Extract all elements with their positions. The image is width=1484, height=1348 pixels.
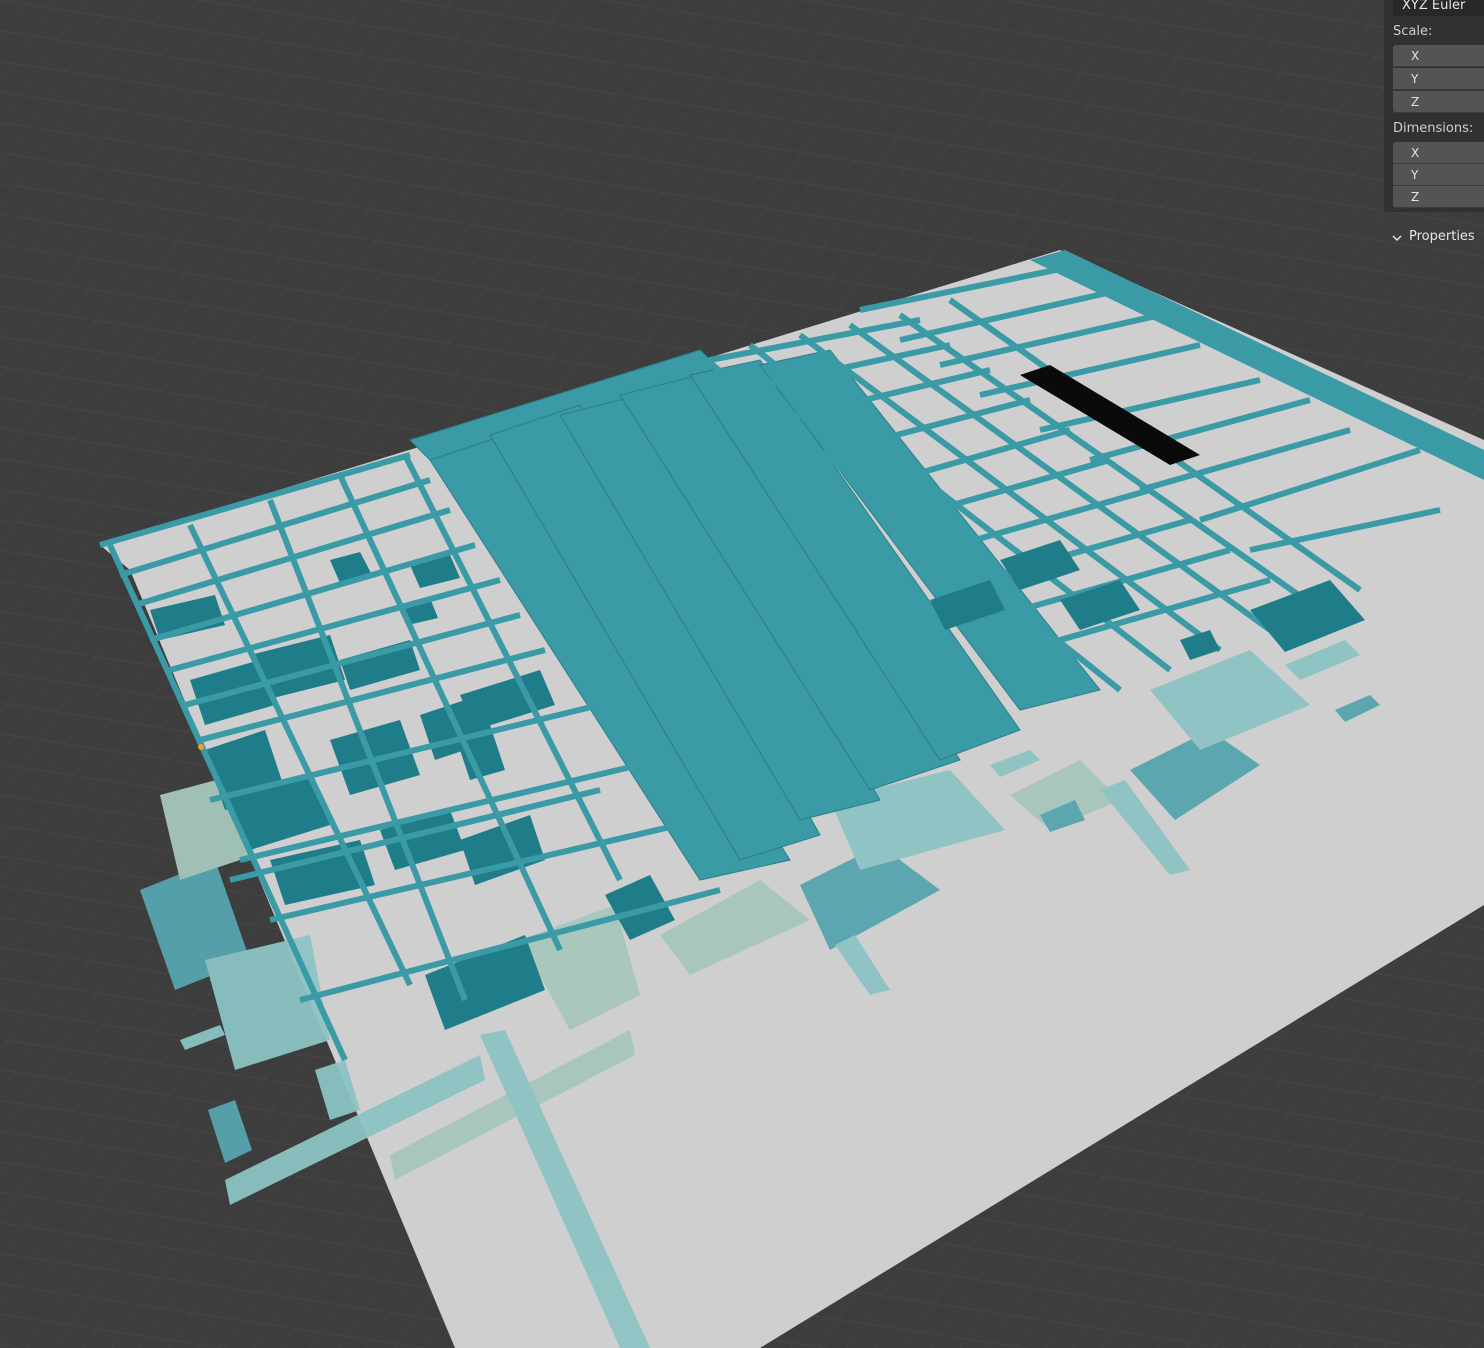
right-edge-beam: [1030, 250, 1484, 480]
scale-z-field[interactable]: Z: [1393, 91, 1484, 113]
middle-section-panels: [409, 349, 1101, 881]
dimensions-y-field[interactable]: Y: [1393, 164, 1484, 186]
right-dark-tiles: [930, 540, 1365, 660]
dimensions-x-field[interactable]: X: [1393, 142, 1484, 164]
rotation-mode-dropdown[interactable]: XYZ Euler: [1393, 0, 1484, 16]
scale-x-field[interactable]: X: [1393, 45, 1484, 67]
chevron-down-icon: [1391, 231, 1403, 243]
dimensions-label: Dimensions:: [1393, 121, 1474, 136]
left-section-grid: [99, 452, 721, 1062]
black-block: [1020, 365, 1200, 465]
properties-panel-label: Properties: [1409, 229, 1475, 244]
properties-panel-header[interactable]: Properties: [1391, 227, 1484, 247]
scale-y-field[interactable]: Y: [1393, 68, 1484, 90]
object-origin-marker[interactable]: [198, 744, 204, 750]
left-section-panels: [150, 552, 675, 1030]
sidebar-panel: XYZ Euler Scale: X Y Z Dimensions: X Y Z…: [1384, 0, 1484, 1348]
lower-slabs: [140, 640, 1380, 1348]
scale-label: Scale:: [1393, 24, 1433, 39]
dimensions-z-field[interactable]: Z: [1393, 186, 1484, 208]
